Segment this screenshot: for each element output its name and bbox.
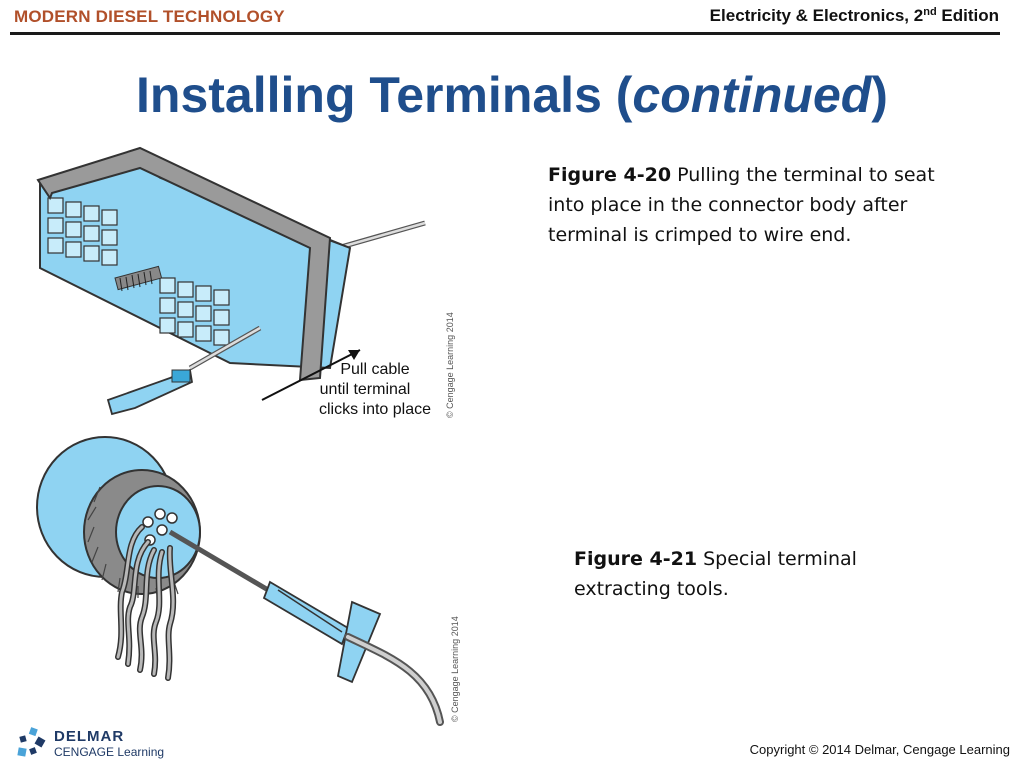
figure-4-21-caption: Figure 4-21 Special terminal extracting … [574, 544, 904, 604]
book-title-superscript: nd [923, 6, 937, 18]
book-title-suffix: Edition [936, 6, 999, 25]
front-wire-highlight [189, 326, 261, 370]
book-title-main: Electricity & Electronics, 2 [709, 6, 924, 25]
logo-text-delmar: DELMAR [54, 728, 125, 745]
tool-shaft-highlight [346, 635, 442, 724]
connector-wires-highlight [116, 525, 175, 680]
tool-probe [168, 529, 282, 600]
slide-title-main: Installing Terminals ( [136, 67, 633, 123]
figure-4-21-illustration: © Cengage Learning 2014 [36, 436, 460, 726]
left-cavity-grid [47, 197, 118, 266]
figure-4-20-illustration: Pull cable until terminal clicks into pl… [36, 146, 455, 418]
tool-sleeve-slot [277, 589, 343, 633]
terminal-crimp [171, 369, 191, 383]
copyright-notice: Copyright © 2014 Delmar, Cengage Learnin… [749, 742, 1010, 757]
pin-holes [142, 508, 178, 546]
figure-4-21-text: Special terminal extracting tools. [574, 548, 857, 600]
callout-line-2: until terminal [320, 381, 411, 398]
figure-2-credit: © Cengage Learning 2014 [450, 616, 460, 722]
tool-sleeve [262, 580, 350, 646]
callout-line-3: clicks into place [319, 401, 431, 418]
slide-title: Installing Terminals (continued) [0, 66, 1024, 124]
slide-header: MODERN DIESEL TECHNOLOGY Electricity & E… [0, 0, 1024, 38]
jack-screw [114, 265, 163, 292]
figure-1-credit: © Cengage Learning 2014 [445, 312, 455, 418]
figure-4-20-text: Pulling the terminal to seat into place … [548, 164, 935, 246]
figure-4-20-caption: Figure 4-20 Pulling the terminal to seat… [548, 160, 948, 250]
logo-text-cengage: CENGAGE Learning [54, 745, 165, 759]
delmar-logo-mark-icon [17, 727, 46, 757]
book-title: Electricity & Electronics, 2nd Edition [710, 6, 999, 26]
slide-title-italic: continued [632, 67, 872, 123]
delmar-logo: DELMAR CENGAGE Learning [16, 726, 186, 762]
terminal [106, 368, 194, 416]
connector-strap [36, 146, 332, 382]
pull-arrow-head [348, 350, 360, 360]
header-divider [10, 32, 1000, 35]
slide-title-close: ) [871, 67, 888, 123]
right-cavity-grid [159, 277, 230, 346]
figure-4-21-label: Figure 4-21 [574, 548, 698, 570]
callout-line-1: Pull cable [340, 361, 409, 378]
figure-4-20-label: Figure 4-20 [548, 164, 672, 186]
series-title: MODERN DIESEL TECHNOLOGY [14, 7, 285, 26]
pull-arrow-shaft [261, 349, 361, 401]
